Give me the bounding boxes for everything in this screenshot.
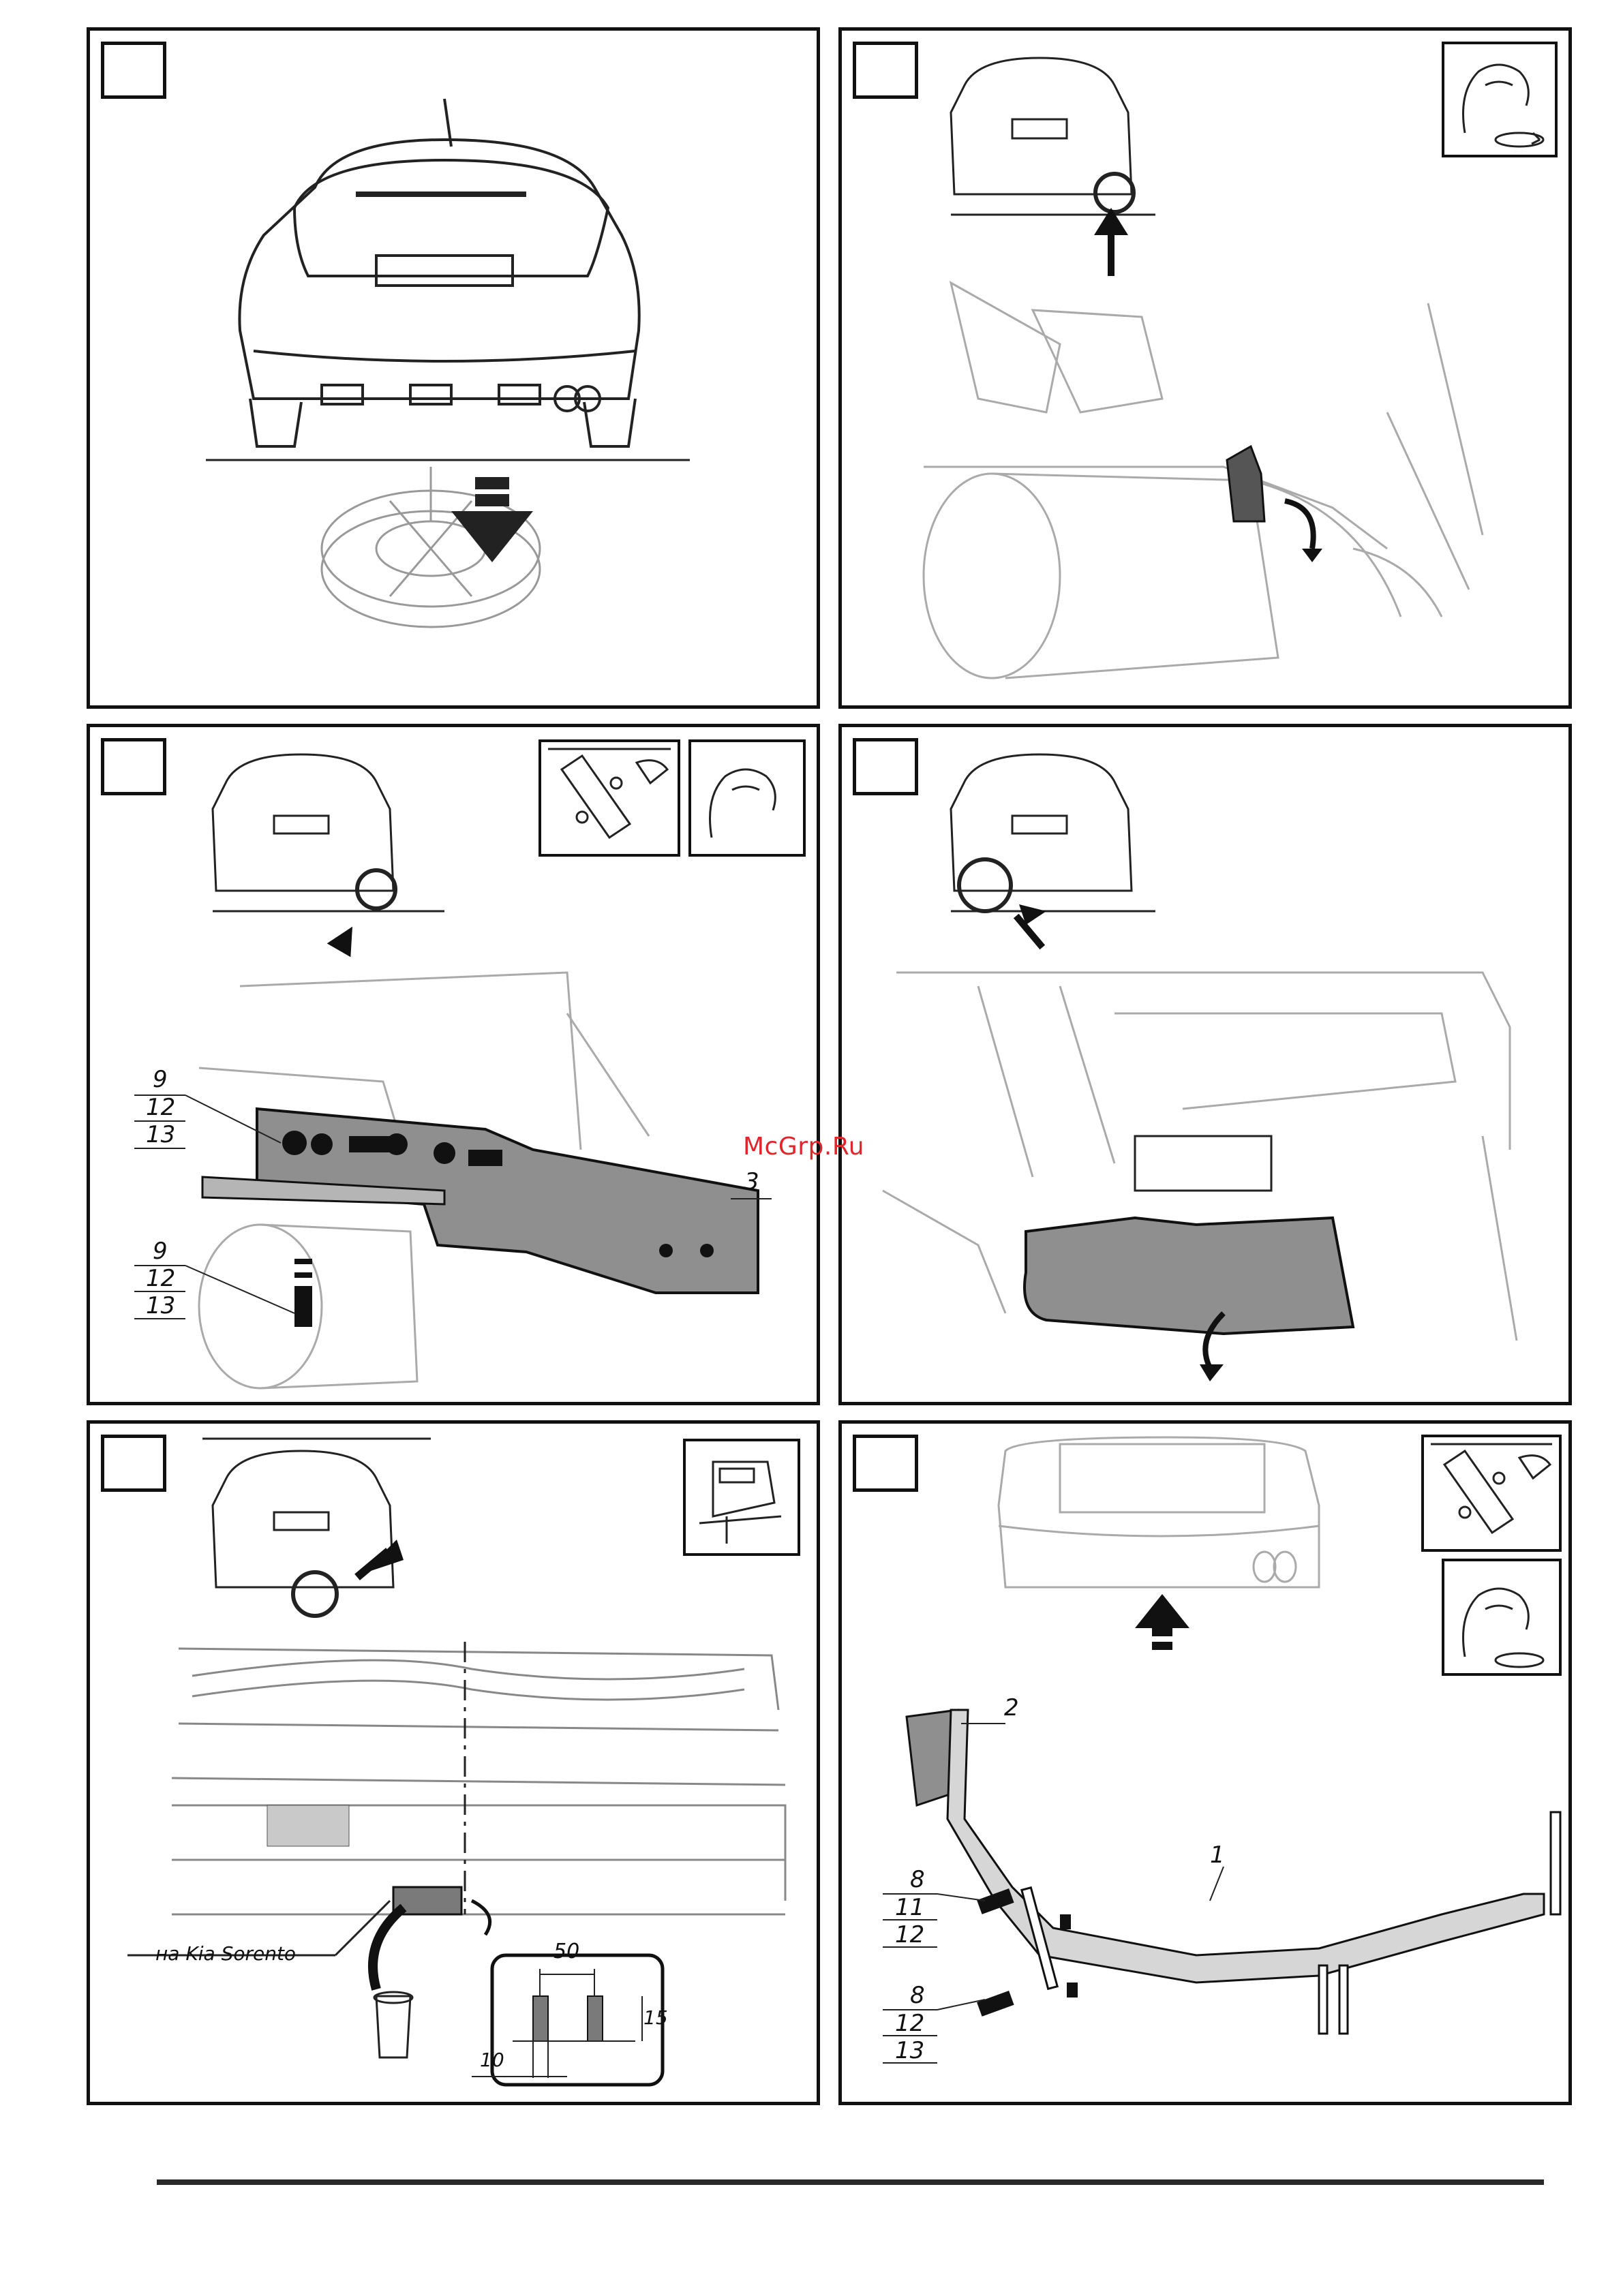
- bracket-mounting-illustration: [90, 727, 817, 1402]
- panel-4: [838, 724, 1572, 1405]
- part-label-1: 1: [1210, 1843, 1225, 1867]
- part-label-9: 9: [153, 1240, 168, 1263]
- panel-2: [838, 27, 1572, 709]
- part-label-12: 12: [895, 1923, 924, 1946]
- part-label-3: 3: [744, 1170, 759, 1193]
- part-label-12: 12: [895, 2012, 924, 2035]
- part-label-2: 2: [1004, 1696, 1019, 1719]
- part-label-13: 13: [895, 2039, 924, 2062]
- car-rear-illustration: [90, 31, 817, 705]
- part-label-11: 11: [895, 1896, 924, 1919]
- part-label-8: 8: [910, 1984, 925, 2007]
- watermark: McGrp.Ru: [743, 1133, 864, 1161]
- bumper-cutout-illustration: [90, 1424, 817, 2102]
- panel-1: [87, 27, 820, 709]
- exhaust-hanger-illustration: [842, 31, 1568, 705]
- part-label-12: 12: [146, 1096, 175, 1119]
- part-label-8: 8: [910, 1868, 925, 1891]
- part-label-9: 9: [153, 1068, 168, 1091]
- dimension-height-label: 15: [643, 2008, 668, 2027]
- dimension-gap-label: 10: [480, 2051, 504, 2070]
- part-label-12: 12: [146, 1267, 175, 1290]
- panel-3: 9 12 13 9 12 13 3: [87, 724, 820, 1405]
- model-note: на Kia Sorento: [155, 1944, 296, 1963]
- towbar-mounting-illustration: [842, 1424, 1568, 2102]
- panel-5: на Kia Sorento 50 15 10: [87, 1420, 820, 2105]
- bumper-removal-illustration: [842, 727, 1568, 1402]
- panel-6: 2 8 11 12 8 12 13 1: [838, 1420, 1572, 2105]
- footer-rule: [157, 2179, 1544, 2185]
- part-label-13: 13: [146, 1294, 175, 1317]
- dimension-width-label: 50: [553, 1942, 579, 1962]
- part-label-13: 13: [146, 1123, 175, 1146]
